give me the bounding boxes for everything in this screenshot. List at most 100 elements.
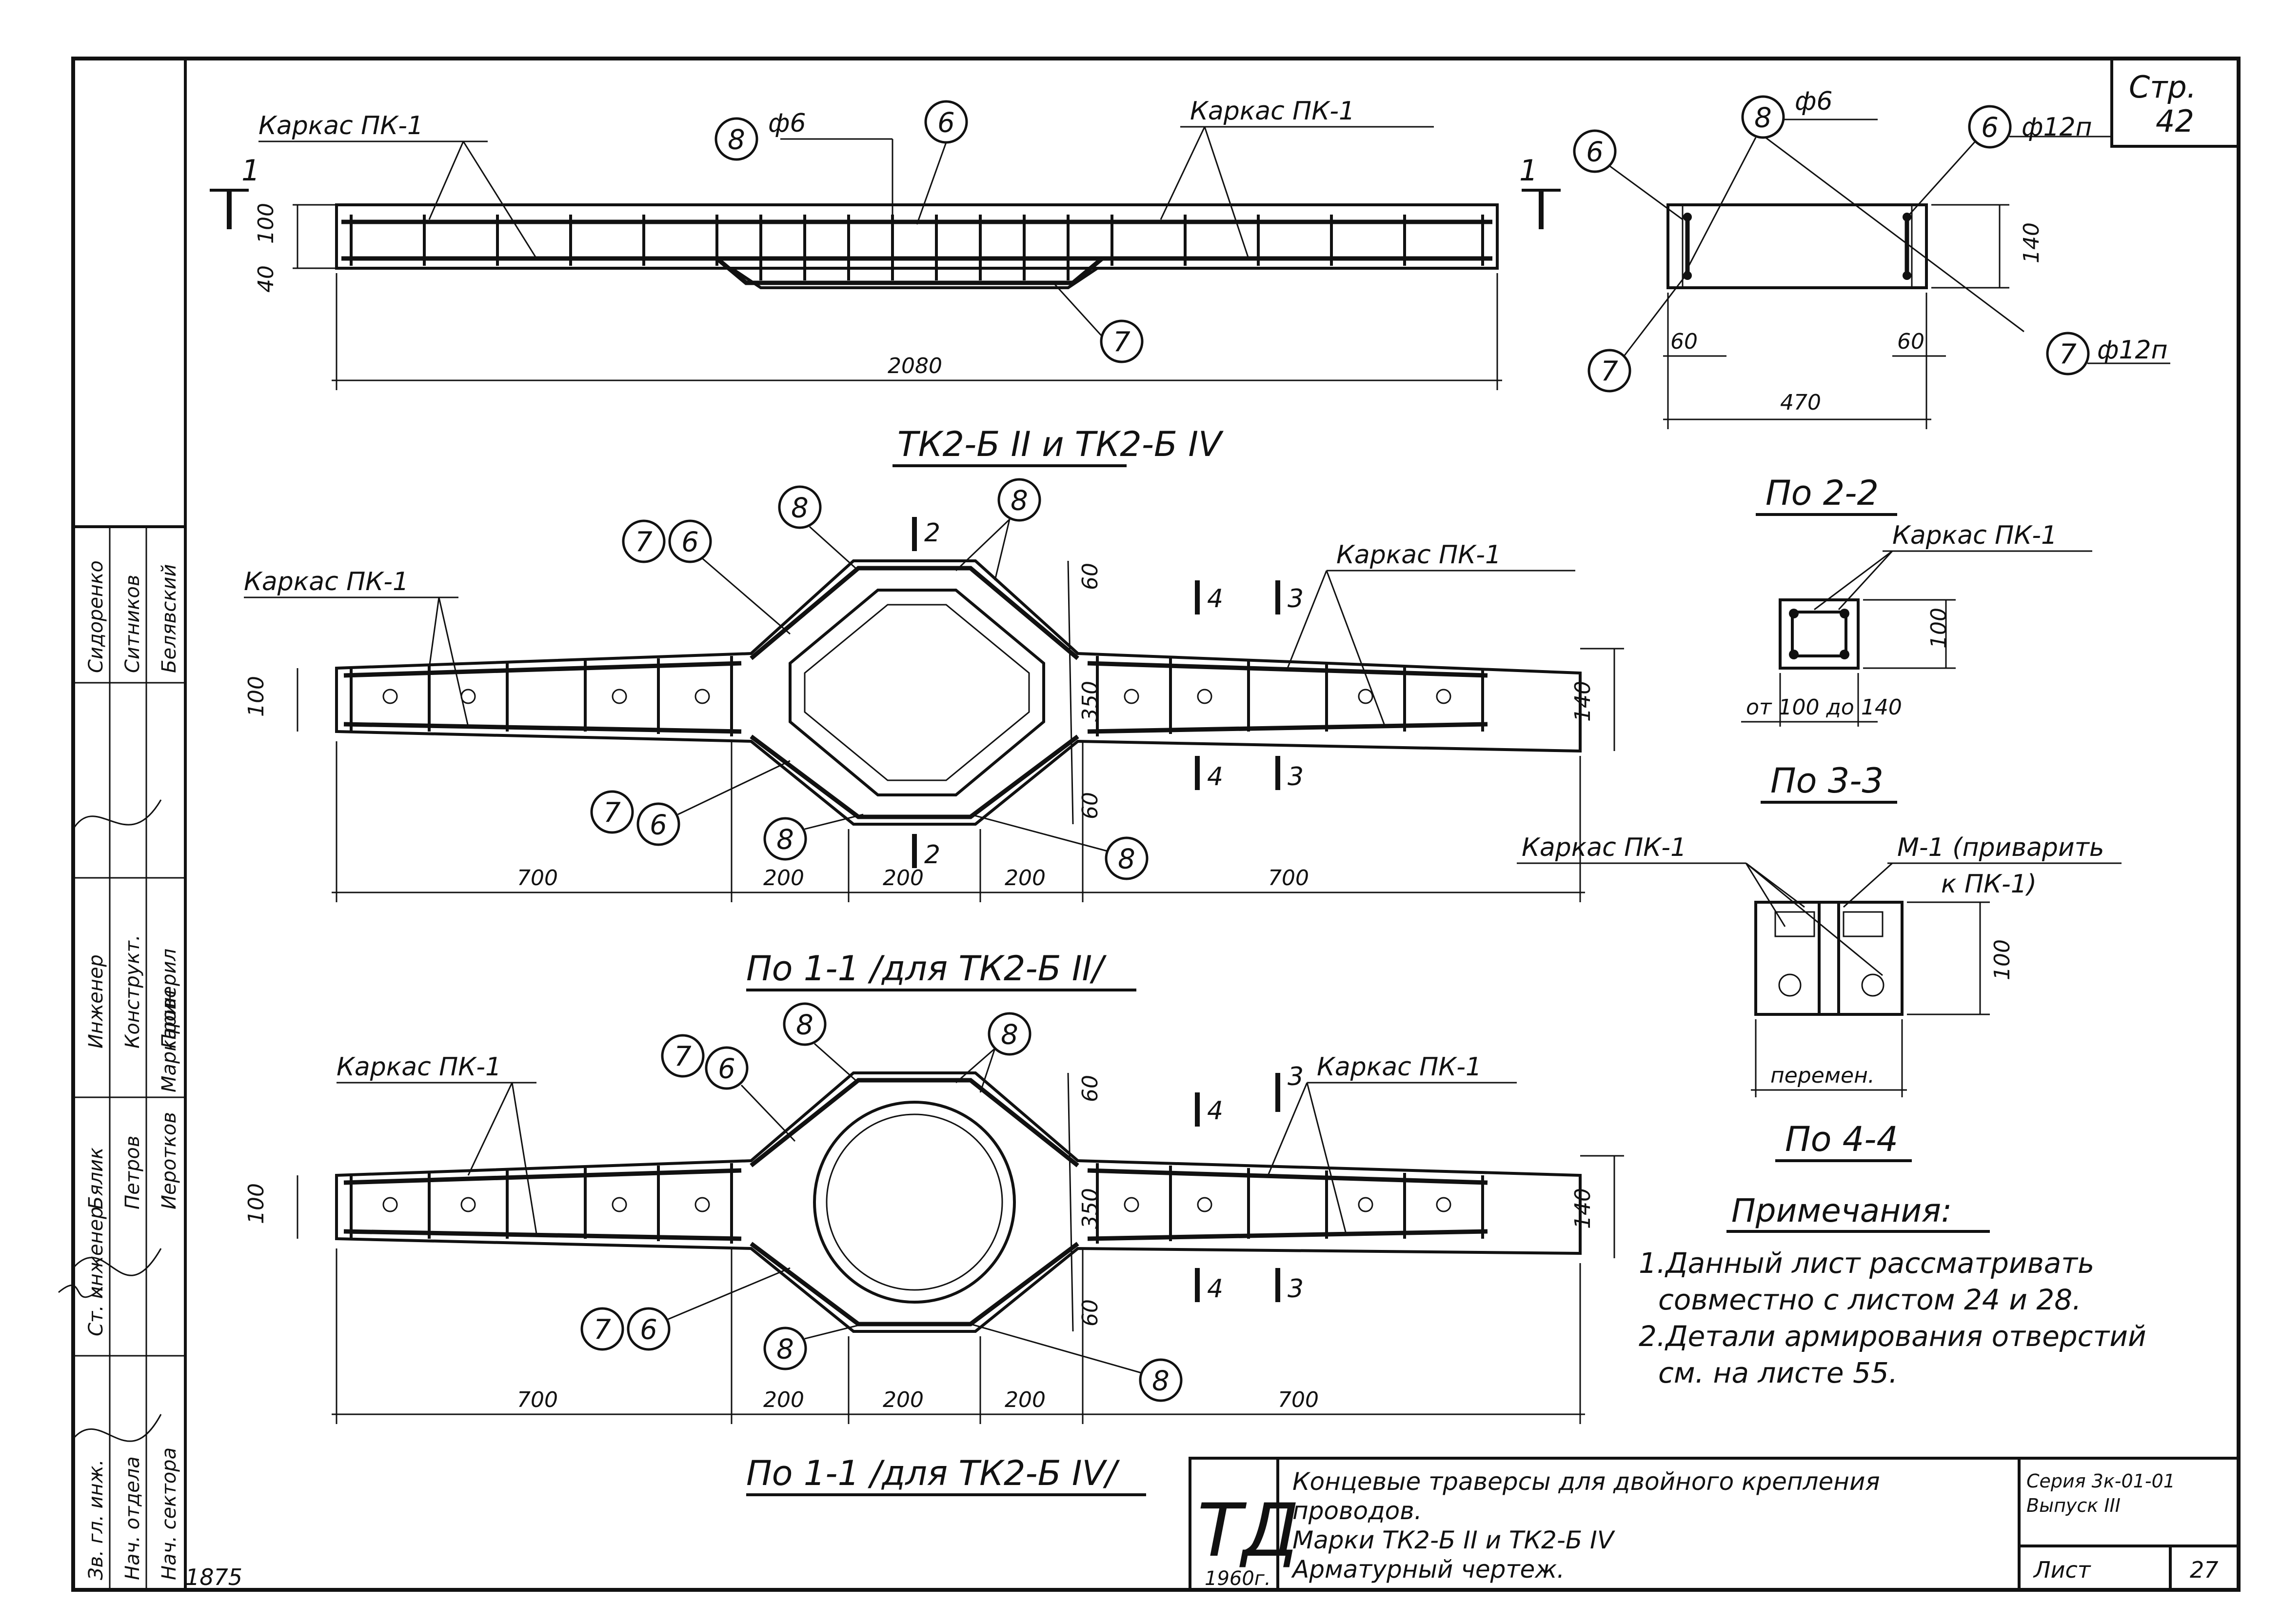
plan2-section-4-bottom: 4 [1207,1274,1223,1304]
plan2-dim-bottom: 60 [1078,1299,1103,1327]
stamp-role-7: Маркарин [158,990,180,1092]
section33-caption: По 3-3 [1770,761,1884,801]
plan1-dim-end-right: 140 [1570,681,1595,722]
page-number: 42 [2156,103,2194,139]
plan2-dim-left: 700 [517,1387,558,1412]
section-1-right: 1 [1519,154,1538,188]
stamp-role-2: Нач. сектора [158,1447,180,1580]
notes-line-2: совместно с листом 24 и 28. [1658,1283,2082,1316]
svg-text:8: 8 [776,1334,794,1366]
stamp-role-12: Ситников [121,574,144,673]
title-desc-1: Концевые траверсы для двойного крепления [1292,1467,1880,1496]
bolt-hole [1436,689,1451,704]
plan2-dim-center: 350 [1078,1188,1103,1229]
plan1-callout-8-bottom-right: 8 [1105,836,1149,880]
plan1-frame-label-left: Каркас ПК-1 [244,567,409,596]
top-callout-6: 6 [924,100,968,144]
xs-bar7-diameter: ф12п [2097,336,2168,365]
xs-callout-7-left: 7 [1587,349,1631,393]
plan2-dim-right: 700 [1278,1387,1319,1412]
svg-text:6: 6 [640,1314,657,1346]
svg-text:7: 7 [674,1041,692,1073]
plan2-dim-mid3: 200 [1005,1387,1046,1412]
plan2-dim-top: 60 [1078,1075,1103,1102]
xs-callout-6-left: 6 [1573,129,1617,173]
stamp-role-1: Нач. отдела [121,1456,144,1580]
xs-callout-6-right: 6 [1968,105,2012,149]
bar-dot [1789,650,1799,659]
svg-text:8: 8 [776,824,794,856]
xs-dim-width: 470 [1780,390,1821,415]
bolt-hole [612,689,627,704]
plan2-dim-end-right: 140 [1570,1188,1595,1229]
top-frame-label-left: Каркас ПК-1 [258,111,423,140]
bolt-hole [1358,1197,1373,1212]
svg-text:8: 8 [791,493,809,524]
notes-line-4: см. на листе 55. [1658,1356,1898,1389]
signature-mark: 1875 [185,1564,242,1590]
round-opening [813,1101,1016,1304]
side-stamp: Зв. гл. инж. Нач. отдела Нач. сектора Ст… [58,527,185,1590]
stamp-role-8: Инженер [85,954,107,1049]
title-desc-3: Марки ТК2-Б II и ТК2-Б IV [1292,1526,1616,1554]
bolt-hole [694,1197,710,1212]
svg-text:6: 6 [1981,112,1999,144]
plan1-section-4-top: 4 [1207,584,1223,614]
section44-caption: По 4-4 [1785,1119,1898,1159]
signature-squiggle-4 [58,1285,103,1298]
xs-dim-height: 140 [2019,222,2044,263]
plan1-frame-label-right: Каркас ПК-1 [1336,540,1501,570]
stamp-role-10: Проверил [158,949,180,1049]
signature-squiggle-3 [72,1414,162,1442]
bolt-hole [460,689,476,704]
bar-dot [1840,650,1849,659]
notes-line-3: 2.Детали армирования отверстий [1639,1320,2146,1353]
top-callout-8: 8 [714,117,758,161]
section33-m1-label: М-1 (приварить [1897,833,2104,862]
plan1-caption: По 1-1 /для ТК2-Б II/ [746,949,1107,989]
svg-text:7: 7 [1601,356,1618,388]
section33-frame-label: Каркас ПК-1 [1522,833,1686,862]
plan1-section-4-bottom: 4 [1207,762,1223,792]
top-bar8-diameter: ф6 [768,109,806,138]
top-frame-label-right: Каркас ПК-1 [1190,97,1355,126]
section-3-3: По 3-3 Каркас ПК-1 М-1 (приварить к ПК-1… [1517,761,2122,1097]
svg-text:6: 6 [681,527,699,558]
plan2-caption: По 1-1 /для ТК2-Б IV/ [746,1453,1120,1493]
title-sheet-label: Лист [2033,1557,2091,1583]
section33-m1-label-2: к ПК-1) [1941,870,2037,899]
page-label: Стр. [2129,69,2196,105]
svg-text:8: 8 [1152,1366,1170,1397]
cross-section: 6 8 ф6 6 ф12п 7 7 ф12п 470 [1573,87,2170,429]
bar-dot [1840,609,1849,618]
svg-text:7: 7 [1113,327,1131,358]
plan1-dim-bottom: 60 [1078,792,1103,819]
plan2-callout-6-top: 6 [705,1046,749,1090]
plan2-callout-8-bottom-left: 8 [763,1327,807,1370]
title-block: ТД 1960г. Концевые траверсы для двойного… [1189,1457,2240,1591]
svg-text:8: 8 [1754,102,1772,134]
plan1-callout-8-top-right: 8 [997,478,1041,522]
notes: Примечания: 1.Данный лист рассматривать … [1639,1192,2146,1389]
svg-text:7: 7 [635,527,653,558]
stamp-role-11: Сидоренко [85,560,107,673]
stamp-role-5: Петров [121,1136,144,1209]
svg-text:6: 6 [1586,137,1604,168]
xs-bar8-diameter: ф6 [1795,87,1833,116]
main-title: ТК2-Б II и ТК2-Б IV [897,424,1224,464]
plan2-section-3-bottom: 3 [1288,1274,1304,1304]
svg-text:6: 6 [937,107,955,139]
signature-squiggle-1 [72,799,162,830]
svg-text:8: 8 [1001,1019,1018,1051]
title-desc-2: проводов. [1292,1497,1422,1525]
plan2-section-4-top: 4 [1207,1096,1223,1126]
plan-2: 4 3 4 3 Каркас ПК-1 Каркас ПК-1 8 8 7 [244,1002,1624,1424]
bar-dot [1683,213,1692,221]
bar-dot [1683,271,1692,280]
bolt-hole [1778,973,1802,997]
plan1-callout-8-top-left: 8 [778,485,822,529]
svg-text:6: 6 [718,1053,735,1085]
sheet-frame [71,57,2241,1592]
svg-text:6: 6 [650,810,667,841]
